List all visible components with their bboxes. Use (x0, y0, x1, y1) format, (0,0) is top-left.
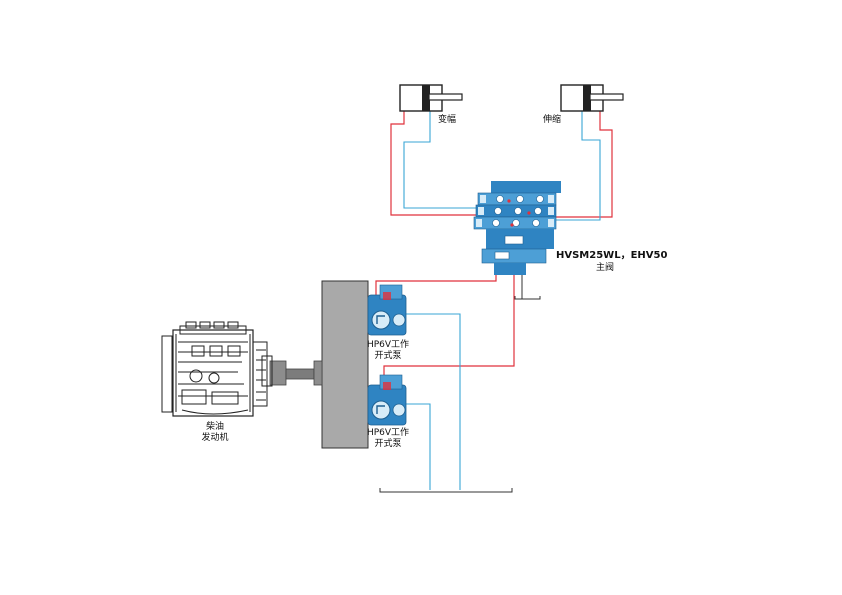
return-lines (396, 110, 601, 490)
telescope-pressure-line (548, 108, 613, 218)
telescope-return-line (548, 110, 601, 221)
telescope-cylinder (560, 84, 624, 112)
label-top-pump-line2: 开式泵 (374, 351, 402, 361)
label-main-valve-name: 主阀 (595, 263, 614, 273)
diesel-engine (161, 321, 273, 417)
label-bottom-pump-line1: HP6V工作 (366, 428, 410, 438)
luff-cylinder (399, 84, 463, 112)
label-engine-line2: 发动机 (201, 433, 229, 443)
label-luff-cylinder: 变幅 (438, 115, 457, 125)
bottom-pump-suction-line (396, 403, 431, 490)
label-bottom-pump-line2: 开式泵 (374, 439, 402, 449)
label-top-pump-line1: HP6V工作 (366, 340, 410, 350)
top-pump (367, 284, 407, 336)
main-valve-block (473, 181, 561, 275)
bottom-tank (379, 488, 513, 493)
luff-return-line (403, 110, 488, 209)
label-engine: 柴油 发动机 (190, 422, 240, 444)
label-top-pump: HP6V工作 开式泵 (360, 340, 416, 362)
label-bottom-pump: HP6V工作 开式泵 (360, 428, 416, 450)
gearbox (321, 280, 369, 449)
label-engine-line1: 柴油 (205, 422, 224, 432)
label-main-valve-model: HVSM25WL，EHV50 (556, 250, 668, 261)
label-telescope-cylinder: 伸缩 (543, 115, 562, 125)
top-pump-suction-line (398, 313, 461, 490)
bottom-pump (367, 374, 407, 426)
valve-tank (514, 296, 541, 300)
drive-shaft (269, 360, 323, 386)
